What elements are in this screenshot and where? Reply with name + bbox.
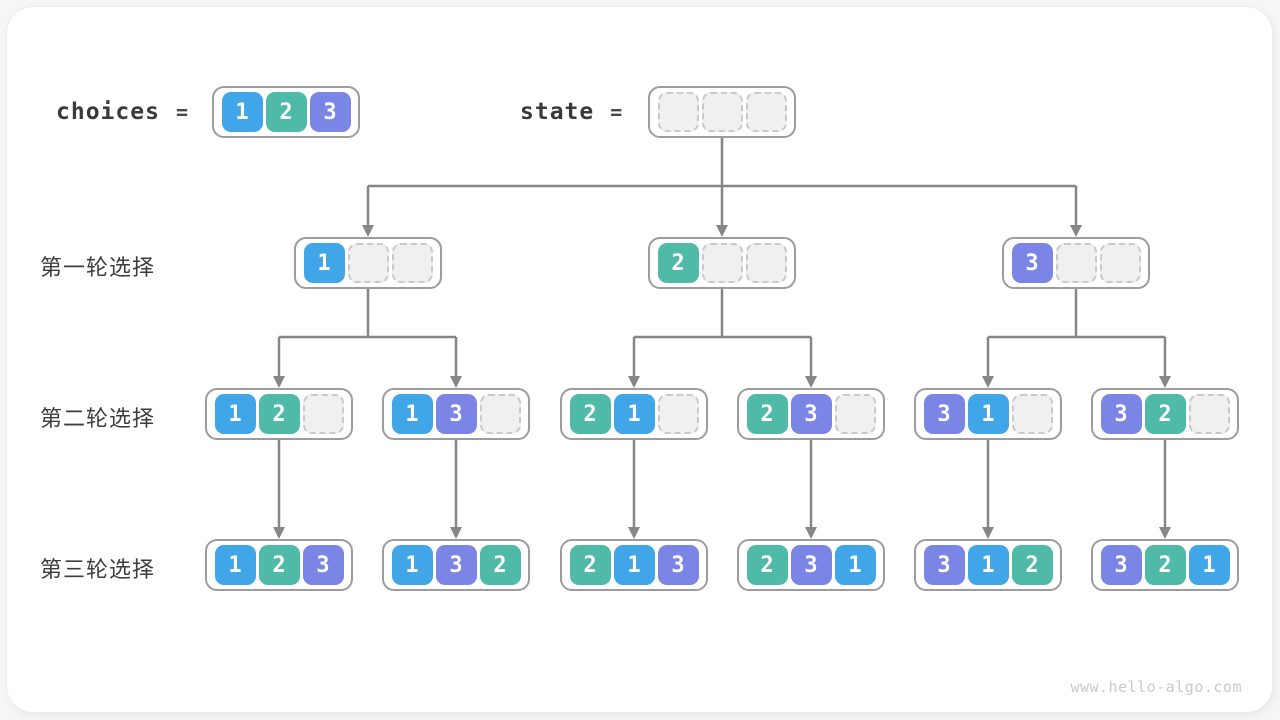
value-cell: 2	[657, 243, 699, 283]
empty-cell	[1055, 243, 1097, 283]
value-cell: 1	[221, 92, 263, 132]
empty-cell	[391, 243, 433, 283]
choices-equals-sign: =	[175, 100, 188, 124]
value-cell: 2	[569, 394, 611, 434]
empty-cell	[657, 394, 699, 434]
empty-cell	[745, 243, 787, 283]
value-cell: 3	[790, 394, 832, 434]
row-label-round-3: 第三轮选择	[40, 557, 156, 582]
value-cell: 2	[746, 394, 788, 434]
state-equals-sign: =	[610, 100, 623, 124]
row-label-round-1: 第一轮选择	[40, 255, 156, 280]
tree-node-r1-2: 2	[648, 237, 796, 289]
empty-cell	[1099, 243, 1141, 283]
value-cell: 3	[302, 545, 344, 585]
value-cell: 3	[1011, 243, 1053, 283]
value-cell: 1	[613, 545, 655, 585]
value-cell: 2	[1011, 545, 1053, 585]
state-equation: state =	[520, 86, 622, 138]
value-cell: 3	[657, 545, 699, 585]
choices-label: choices	[56, 99, 160, 125]
value-cell: 2	[479, 545, 521, 585]
value-cell: 3	[1100, 394, 1142, 434]
value-cell: 2	[1144, 545, 1186, 585]
tree-node-r1-1: 1	[294, 237, 442, 289]
empty-cell	[479, 394, 521, 434]
value-cell: 2	[746, 545, 788, 585]
value-cell: 3	[790, 545, 832, 585]
empty-cell	[302, 394, 344, 434]
empty-cell	[347, 243, 389, 283]
row-label-round-2: 第二轮选择	[40, 406, 156, 431]
value-cell: 1	[613, 394, 655, 434]
value-cell: 1	[967, 545, 1009, 585]
tree-node-r1-3: 3	[1002, 237, 1150, 289]
value-cell: 3	[923, 394, 965, 434]
value-cell: 2	[1144, 394, 1186, 434]
state-array	[648, 86, 796, 138]
empty-cell	[834, 394, 876, 434]
empty-cell	[701, 92, 743, 132]
value-cell: 3	[923, 545, 965, 585]
value-cell: 1	[391, 394, 433, 434]
value-cell: 2	[569, 545, 611, 585]
value-cell: 1	[214, 394, 256, 434]
value-cell: 1	[214, 545, 256, 585]
choices-equation: choices =	[56, 86, 188, 138]
value-cell: 1	[834, 545, 876, 585]
empty-cell	[657, 92, 699, 132]
empty-cell	[1011, 394, 1053, 434]
value-cell: 1	[1188, 545, 1230, 585]
value-cell: 2	[258, 394, 300, 434]
empty-cell	[1188, 394, 1230, 434]
value-cell: 3	[309, 92, 351, 132]
value-cell: 1	[967, 394, 1009, 434]
value-cell: 2	[258, 545, 300, 585]
state-label: state	[520, 99, 595, 125]
watermark: www.hello-algo.com	[1070, 678, 1242, 696]
value-cell: 1	[303, 243, 345, 283]
value-cell: 3	[435, 545, 477, 585]
empty-cell	[745, 92, 787, 132]
value-cell: 1	[391, 545, 433, 585]
value-cell: 2	[265, 92, 307, 132]
empty-cell	[701, 243, 743, 283]
value-cell: 3	[435, 394, 477, 434]
value-cell: 3	[1100, 545, 1142, 585]
